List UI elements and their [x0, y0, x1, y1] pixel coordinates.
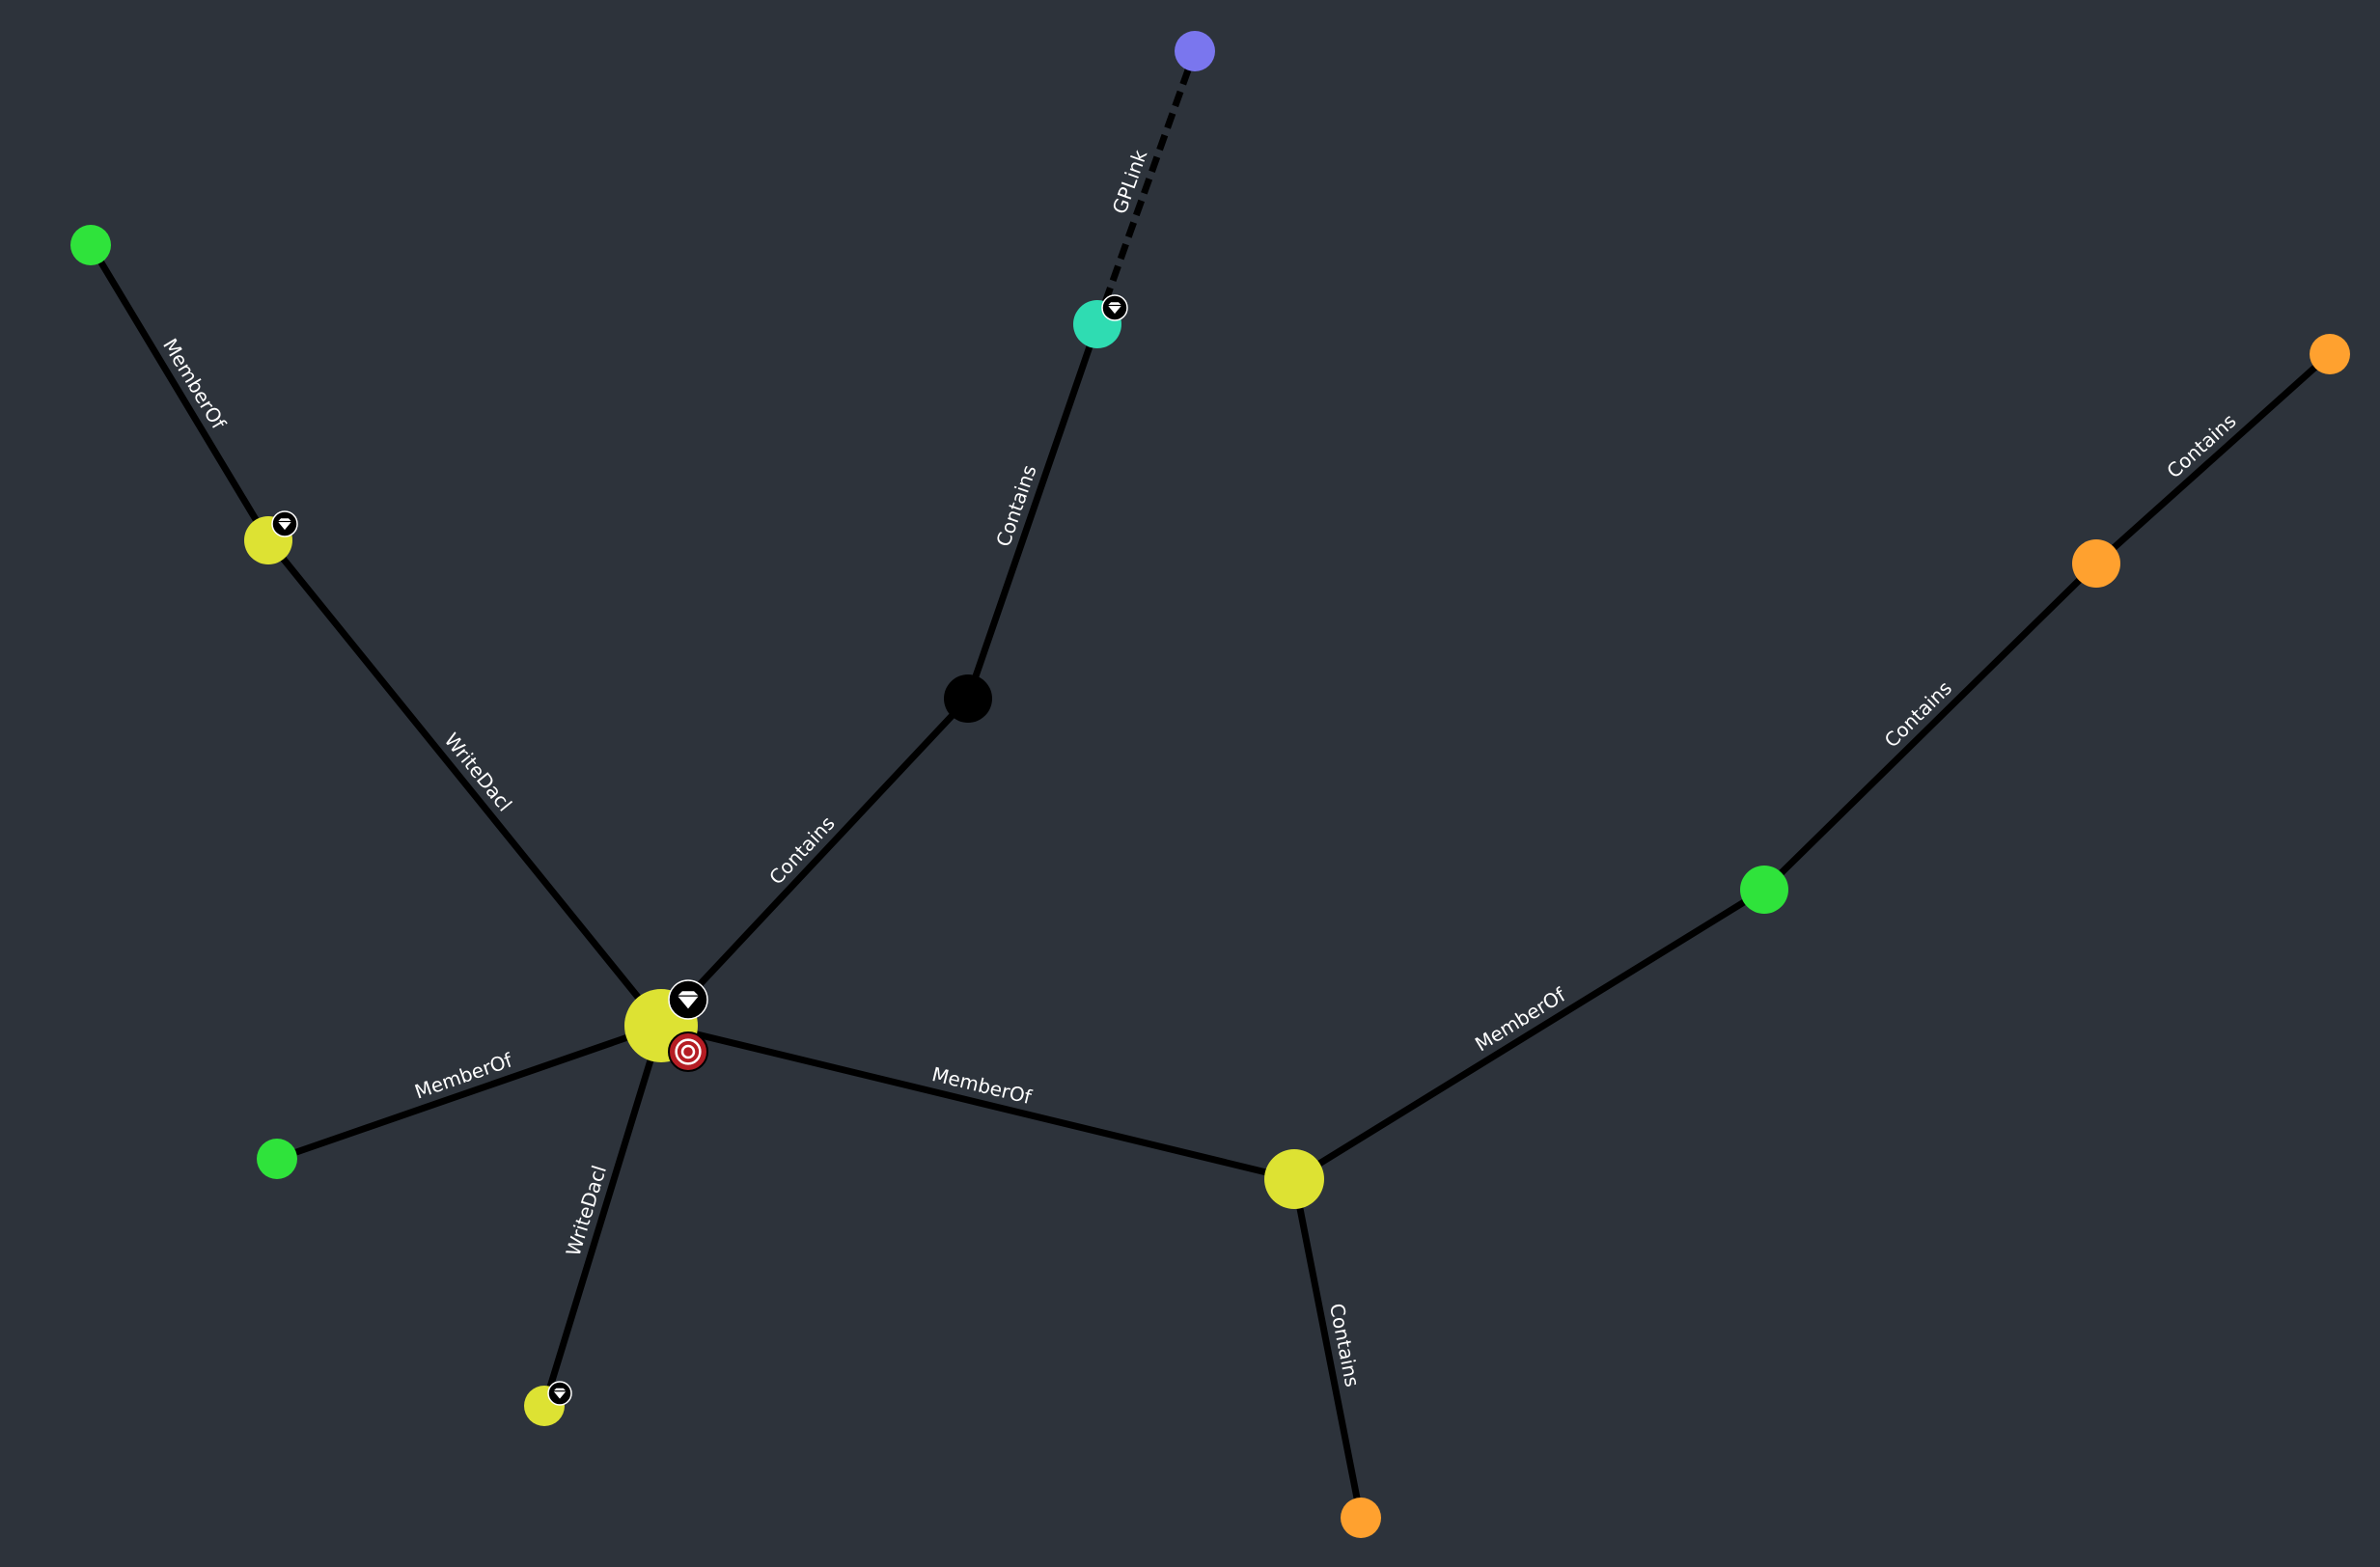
- edge-line[interactable]: [1093, 49, 1199, 326]
- edge-line[interactable]: [657, 1022, 1298, 1183]
- node-domain-circle[interactable]: [944, 674, 992, 723]
- target-icon: [668, 1031, 708, 1072]
- node-ou[interactable]: [1341, 1498, 1381, 1538]
- highvalue-icon: [271, 510, 298, 537]
- edge-line[interactable]: [1290, 886, 1768, 1183]
- edge-line[interactable]: [2092, 350, 2334, 567]
- edge-line[interactable]: [964, 320, 1101, 702]
- node-ou[interactable]: [2072, 539, 2120, 588]
- edge-line[interactable]: [87, 241, 272, 544]
- highvalue-icon: [1101, 294, 1128, 321]
- highvalue-icon: [547, 1381, 572, 1406]
- node-ou[interactable]: [2310, 334, 2350, 374]
- edge-line[interactable]: [1760, 560, 2100, 893]
- edge-line[interactable]: [273, 1022, 665, 1163]
- node-user-circle[interactable]: [1740, 866, 1788, 914]
- edge-line[interactable]: [540, 1022, 665, 1410]
- node-ou-circle[interactable]: [2310, 334, 2350, 374]
- node-ou-circle[interactable]: [1341, 1498, 1381, 1538]
- node-user[interactable]: [257, 1139, 297, 1179]
- node-container[interactable]: [1073, 294, 1128, 348]
- highvalue-icon: [668, 979, 708, 1020]
- node-group[interactable]: [1264, 1149, 1324, 1209]
- edge-line[interactable]: [264, 536, 665, 1030]
- node-group-circle[interactable]: [1264, 1149, 1324, 1209]
- node-user-circle[interactable]: [70, 225, 111, 265]
- edge-line[interactable]: [1290, 1175, 1365, 1522]
- node-group[interactable]: [624, 979, 708, 1072]
- node-group[interactable]: [244, 510, 298, 564]
- edge-line[interactable]: [657, 695, 972, 1030]
- node-gpo-circle[interactable]: [1175, 31, 1215, 71]
- node-gpo[interactable]: [1175, 31, 1215, 71]
- node-user[interactable]: [70, 225, 111, 265]
- node-group[interactable]: [524, 1381, 572, 1426]
- nodes-layer: [70, 31, 2350, 1538]
- node-user-circle[interactable]: [257, 1139, 297, 1179]
- node-ou-circle[interactable]: [2072, 539, 2120, 588]
- node-domain[interactable]: [944, 674, 992, 723]
- node-user[interactable]: [1740, 866, 1788, 914]
